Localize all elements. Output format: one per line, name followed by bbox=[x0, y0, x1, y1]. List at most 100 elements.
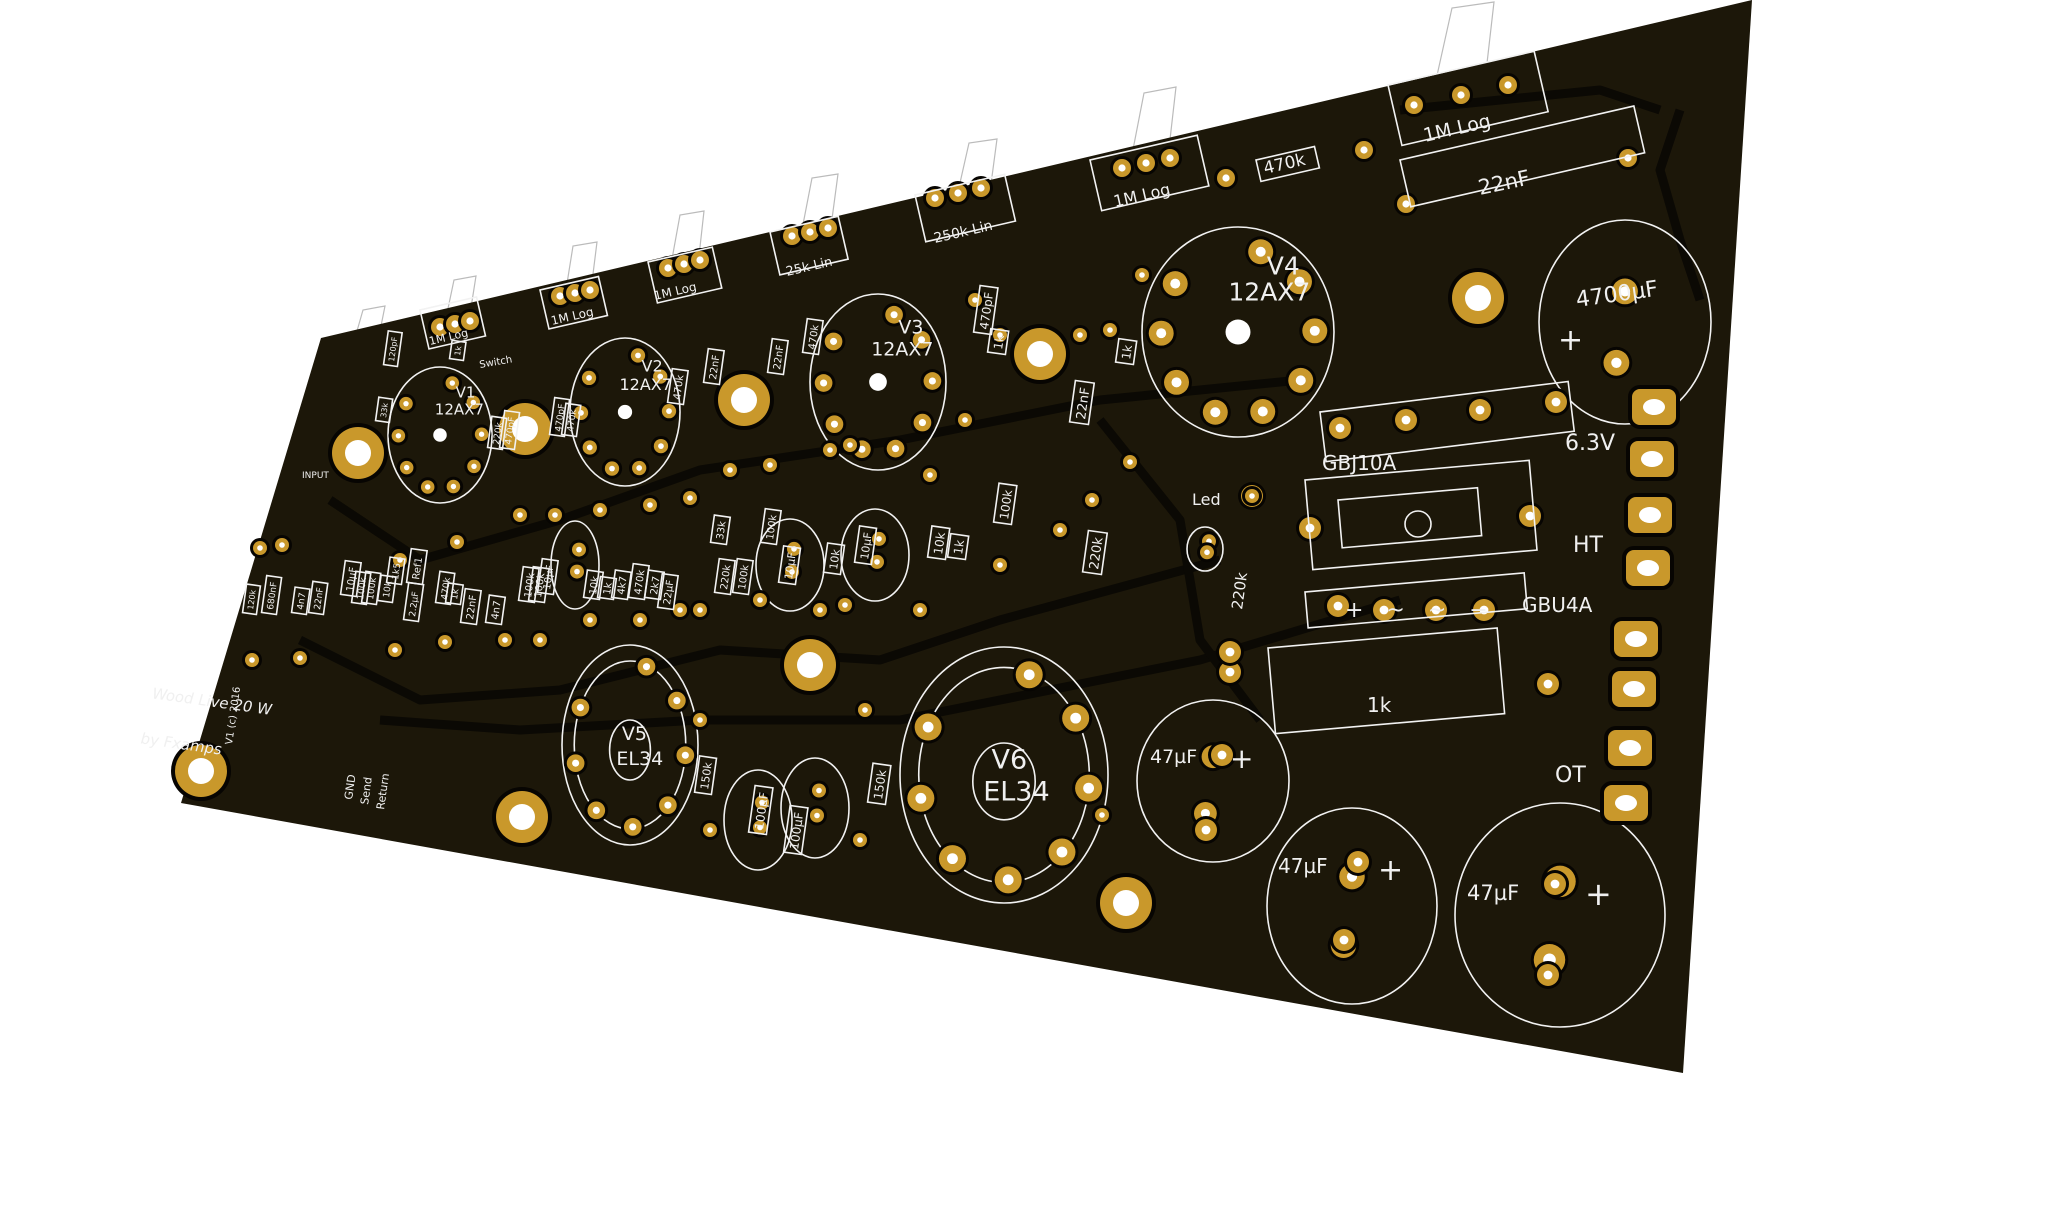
tube-key-outline bbox=[971, 742, 1036, 821]
component-outline bbox=[548, 396, 571, 438]
component-pad-hole bbox=[842, 602, 848, 608]
tube-pin-pad-hole bbox=[681, 751, 689, 759]
component-label: 4n7 bbox=[296, 592, 308, 610]
tube-pin-pad-hole bbox=[1002, 874, 1014, 886]
component-outline bbox=[946, 532, 970, 561]
component-pad-hole bbox=[687, 495, 693, 501]
component-pad-hole bbox=[917, 607, 923, 613]
component-outline bbox=[801, 317, 825, 356]
tube-center-hole bbox=[869, 373, 887, 391]
bridge2-pins: + ~ ~ − bbox=[1345, 598, 1496, 623]
component-label: 470k bbox=[807, 324, 821, 350]
component-outline bbox=[731, 557, 755, 596]
mounting-hole bbox=[1465, 285, 1491, 311]
tube-pin-pad-hole bbox=[450, 483, 457, 490]
bridge1-label: GBJ10A bbox=[1322, 451, 1397, 475]
tube-socket-outline bbox=[1141, 226, 1335, 438]
pot-pin-pad-hole bbox=[586, 286, 594, 294]
component-outline bbox=[643, 569, 666, 601]
component-outline bbox=[656, 572, 680, 611]
capacitor-pad-hole bbox=[1611, 357, 1622, 368]
tube-pin-pad-hole bbox=[635, 352, 641, 359]
component-outline bbox=[434, 570, 456, 606]
pot-pin-pad-hole bbox=[1410, 101, 1418, 109]
mounting-hole bbox=[1027, 341, 1053, 367]
power-pad-hole bbox=[1339, 935, 1349, 945]
component-pad-hole bbox=[1077, 332, 1083, 338]
pot-pin-pad-hole bbox=[451, 320, 459, 328]
component-label: 10µF bbox=[542, 564, 556, 590]
power-pad-hole bbox=[1431, 605, 1441, 615]
power-pad-hole bbox=[1335, 423, 1345, 433]
tube-type-label: 12AX7 bbox=[871, 339, 933, 361]
tube-pin-pad-hole bbox=[403, 464, 410, 471]
pot-pin-pad-hole bbox=[664, 264, 672, 272]
fx-gnd-label: GND bbox=[342, 774, 358, 801]
capacitor-outline bbox=[1538, 219, 1712, 425]
pot-pin-pad-hole bbox=[1222, 174, 1230, 182]
component-label: 120k bbox=[246, 589, 258, 610]
component-outline bbox=[350, 570, 372, 606]
component-pad-hole bbox=[587, 617, 593, 623]
component-label: 220k bbox=[719, 564, 733, 590]
pot-pin-pad-hole bbox=[806, 228, 814, 236]
tube-pin-pad-hole bbox=[586, 375, 592, 381]
component-pad-hole bbox=[1089, 497, 1095, 503]
small-capacitor-outline bbox=[1186, 526, 1224, 572]
component-label: 22nF bbox=[313, 587, 326, 611]
tube-pin-pad-hole bbox=[470, 399, 477, 406]
tube-pin-pad-hole bbox=[664, 801, 672, 809]
component-label: 100µF bbox=[752, 791, 771, 830]
power-pad-hole bbox=[1543, 970, 1553, 980]
pot-pin-pad-hole bbox=[466, 317, 474, 325]
component-pad-hole bbox=[279, 542, 285, 548]
tube-socket-outline bbox=[387, 366, 493, 504]
component-outline bbox=[666, 367, 690, 406]
terminal-hole bbox=[1625, 631, 1647, 647]
tube-pin-pad-hole bbox=[576, 703, 584, 712]
tube-socket-outline bbox=[899, 646, 1109, 904]
capacitor-pad-hole bbox=[759, 799, 765, 806]
component-outline bbox=[382, 329, 404, 368]
component-outline bbox=[986, 327, 1010, 356]
tube-pin-pad-hole bbox=[673, 697, 681, 705]
component-outline bbox=[866, 762, 892, 806]
tube-type-label: 12AX7 bbox=[435, 401, 484, 419]
pot-pin-pad-hole bbox=[1360, 146, 1368, 154]
component-label: 1k bbox=[991, 334, 1007, 350]
component-label: 22nF bbox=[708, 354, 722, 380]
component-pad-hole bbox=[997, 332, 1003, 338]
main-cap-plus: + bbox=[1558, 323, 1583, 358]
tube-pin-pad-hole bbox=[609, 465, 615, 472]
tube-pin-pad-hole bbox=[1171, 377, 1182, 388]
component-label: 470k bbox=[633, 569, 647, 595]
ht-label: HT bbox=[1573, 533, 1604, 558]
component-outline bbox=[376, 574, 397, 604]
component-pad-hole bbox=[927, 472, 933, 478]
component-outline bbox=[260, 574, 283, 616]
tube-center-hole bbox=[433, 428, 447, 442]
component-label: 470k bbox=[672, 374, 686, 400]
component-label: 1k bbox=[951, 539, 967, 555]
capacitor-pad-hole bbox=[876, 536, 882, 542]
component-label: 4k7 bbox=[616, 576, 629, 596]
component-pad-hole bbox=[502, 637, 508, 643]
component-pad-hole bbox=[697, 607, 703, 613]
component-label: 10k bbox=[931, 531, 948, 555]
mounting-hole bbox=[731, 387, 757, 413]
pot-pin-pad-hole bbox=[824, 224, 832, 232]
tube-pin-pad-hole bbox=[1070, 712, 1082, 724]
component-label: 22µF bbox=[662, 579, 676, 605]
tube-pin-pad-hole bbox=[657, 373, 664, 380]
component-outline bbox=[1068, 379, 1096, 426]
filter-cap-plus: + bbox=[1378, 853, 1403, 888]
component-outline bbox=[582, 569, 605, 601]
component-outline bbox=[822, 542, 846, 576]
component-pad-hole bbox=[1139, 272, 1145, 278]
ot-label: OT bbox=[1555, 763, 1586, 788]
tube-pin-pad-hole bbox=[830, 420, 838, 428]
component-outline bbox=[459, 587, 483, 626]
mounting-hole bbox=[509, 804, 535, 830]
led-resistor-label: 220k bbox=[1228, 571, 1251, 611]
